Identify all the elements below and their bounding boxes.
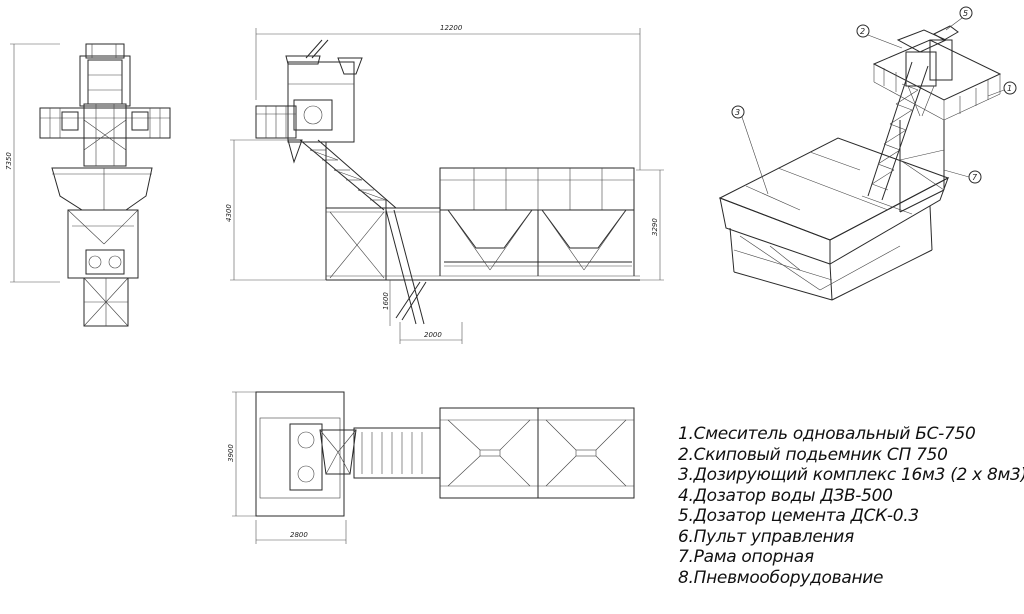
legend-item: 3.Дозирующий комплекс 16м3 (2 х 8м3) <box>678 465 1024 485</box>
legend-item: 2.Скиповый подьемник СП 750 <box>678 444 948 465</box>
legend-item: 8.Пневмооборудование <box>678 567 884 588</box>
legend-item: 1.Смеситель одновальный БС-750 <box>678 424 976 444</box>
component-legend: 1.Смеситель одновальный БС-750 2.Скиповы… <box>678 424 1024 588</box>
callout-2: 2 <box>860 27 865 36</box>
dim-height-front: 7350 <box>5 152 13 170</box>
callout-3: 3 <box>735 108 740 117</box>
legend-item: 7.Рама опорная <box>678 547 814 567</box>
dim-plan-length: 2800 <box>290 531 308 539</box>
legend-item: 4.Дозатор воды ДЗВ-500 <box>678 485 893 506</box>
dim-conveyor-length: 2000 <box>424 331 442 339</box>
dim-total-length: 12200 <box>440 24 463 32</box>
side-view: 12200 4300 3290 <box>225 24 664 344</box>
dim-conveyor-height: 1600 <box>382 292 390 310</box>
callout-7: 7 <box>972 173 978 182</box>
legend-item: 5.Дозатор цемента ДСК-0.3 <box>678 506 919 526</box>
plan-view: 3900 2800 <box>227 391 635 544</box>
callout-5: 5 <box>963 9 968 18</box>
dim-bin-height: 3290 <box>651 218 659 236</box>
dim-plan-width: 3900 <box>227 444 235 462</box>
callout-1: 1 <box>1007 84 1012 93</box>
dim-height-side: 4300 <box>225 204 233 222</box>
isometric-view: 2 5 3 1 7 <box>718 6 1017 301</box>
legend-item: 6.Пульт управления <box>678 526 854 547</box>
front-view: 7350 <box>5 43 171 327</box>
